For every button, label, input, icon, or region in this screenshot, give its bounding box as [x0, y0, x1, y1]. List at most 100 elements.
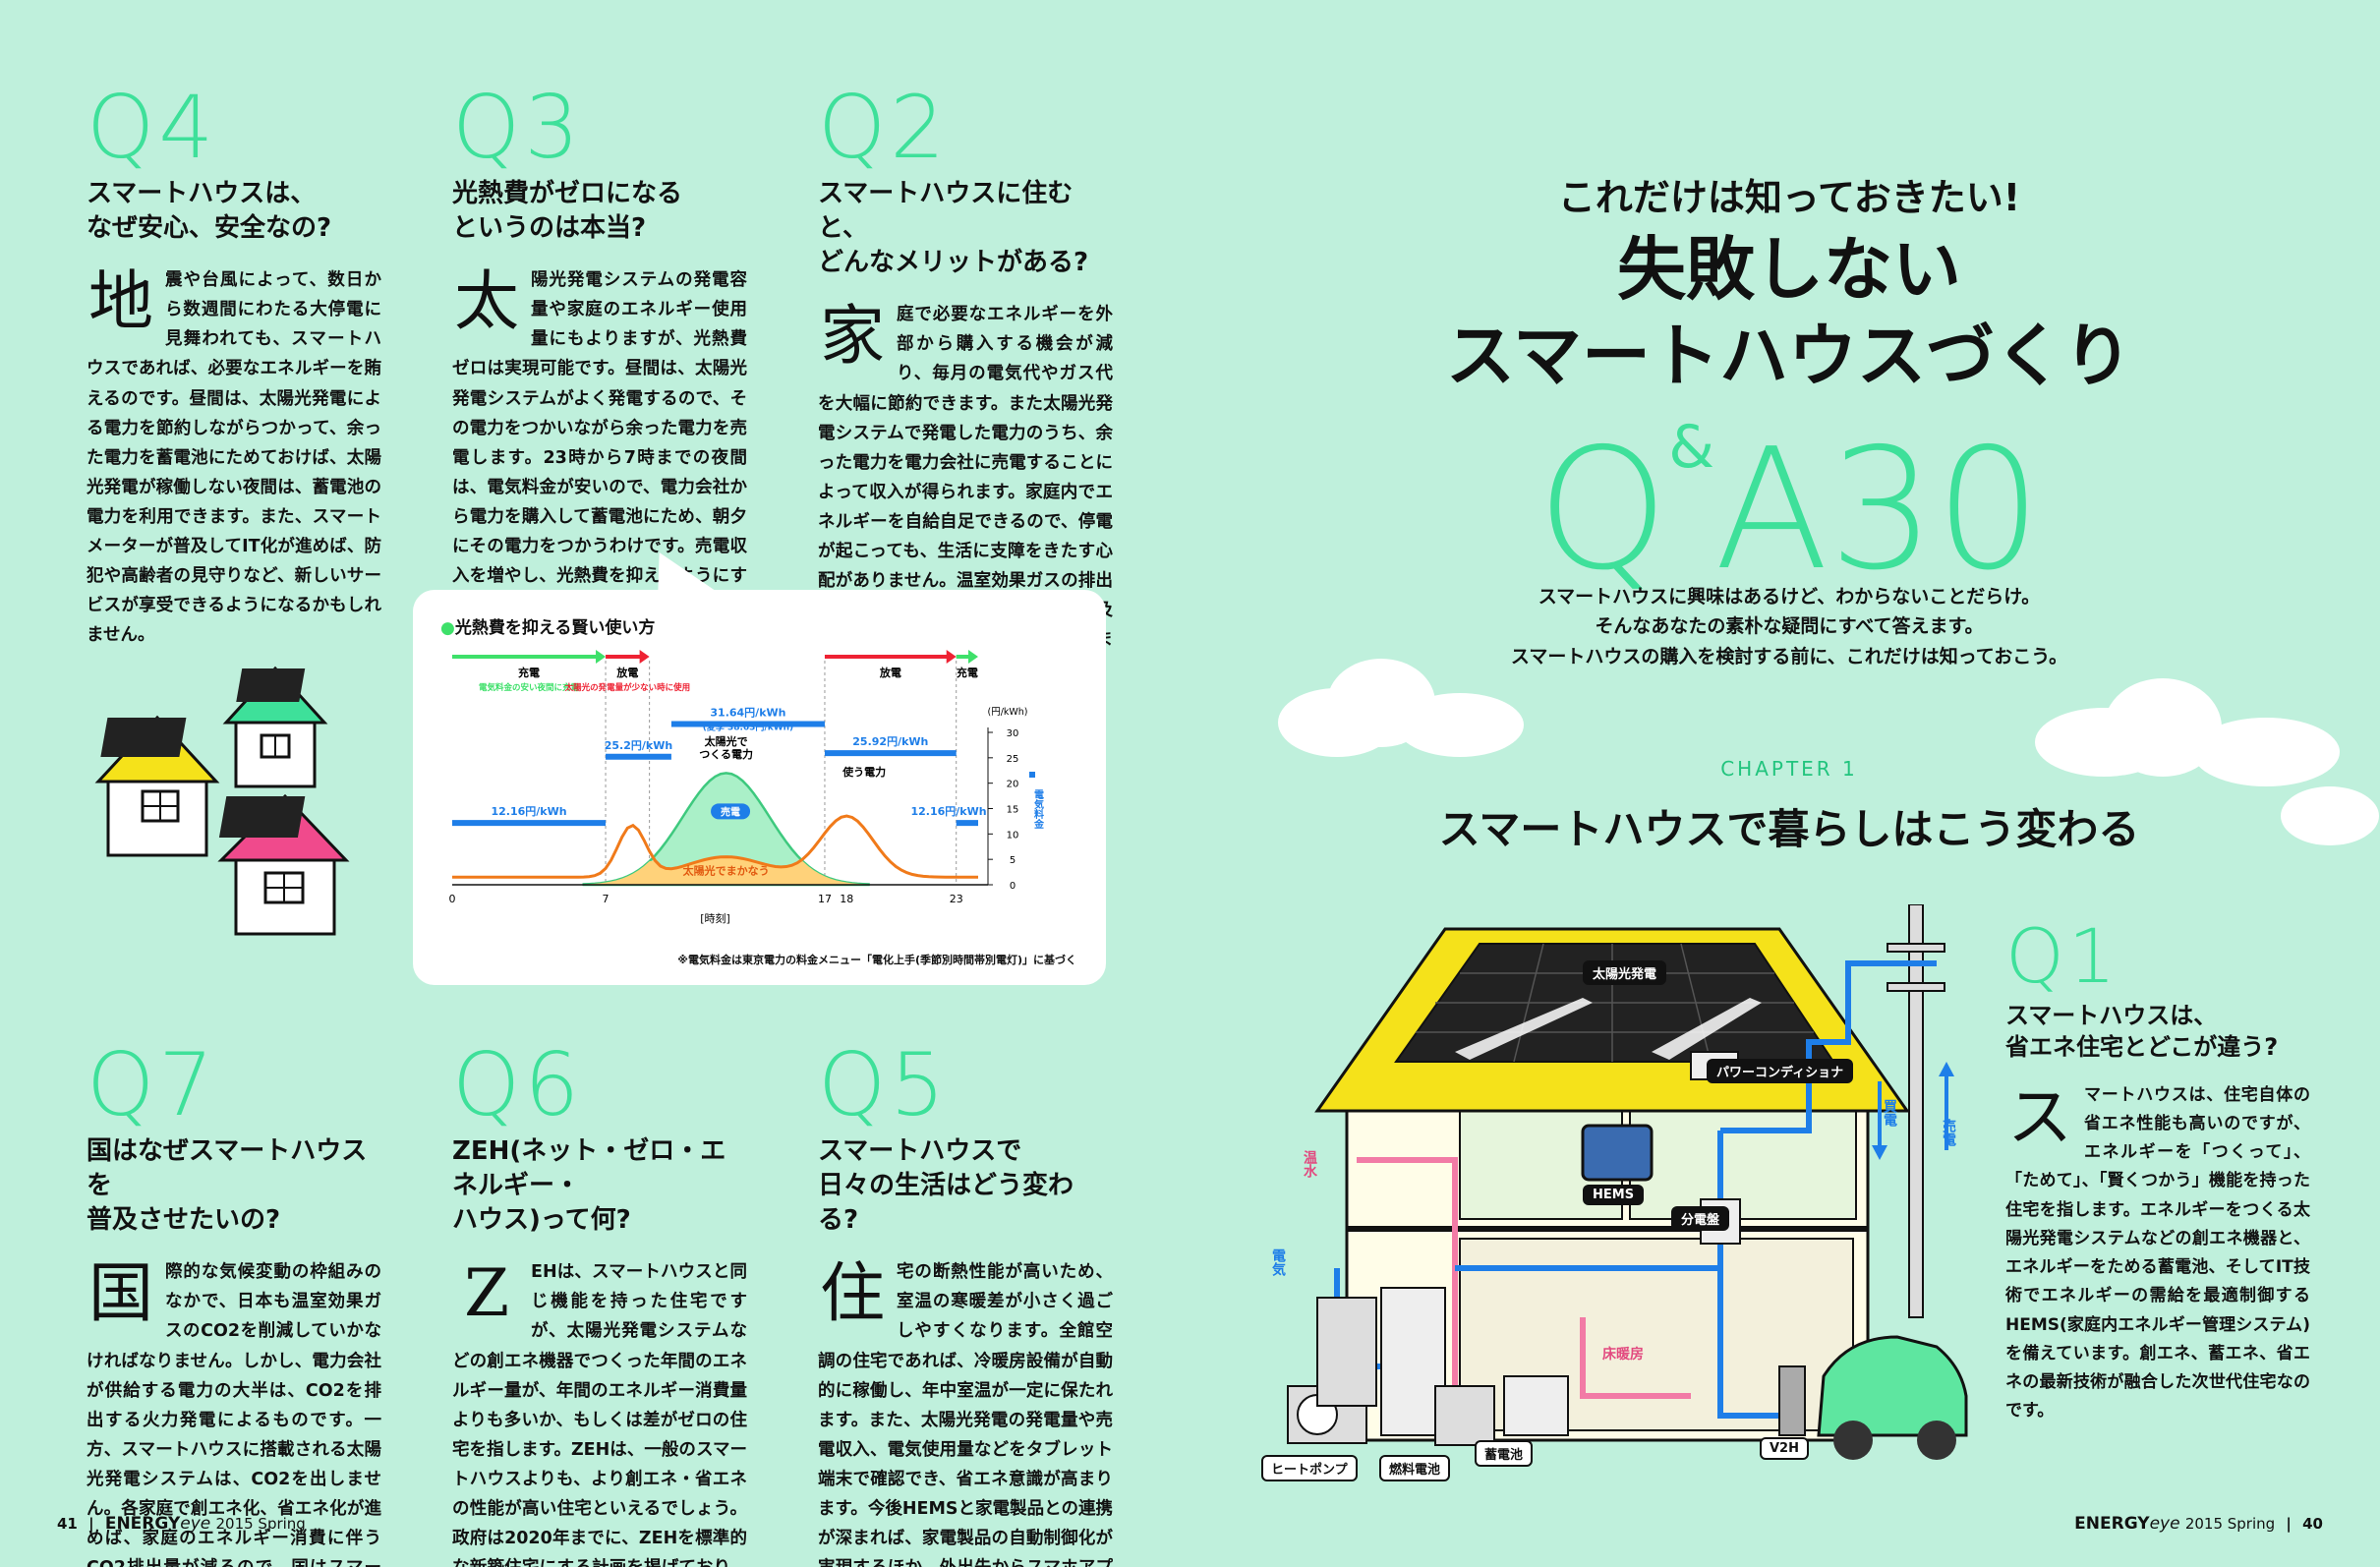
phase-label-0: 充電 — [518, 666, 540, 679]
y-tick-label-1: 5 — [1010, 855, 1016, 866]
phase-label-3: 充電 — [957, 666, 978, 679]
y-tick-label-2: 10 — [1007, 830, 1019, 841]
q2-dropcap: 家 — [820, 298, 885, 375]
right-brand: ENERGYeye — [2074, 1514, 2179, 1534]
q2-title-line1: スマートハウスに住むと、 — [818, 179, 1074, 244]
label-buy: 買電 — [1882, 1099, 1897, 1127]
label-hot-water: 温水 — [1302, 1150, 1317, 1178]
annotation-usage: 使う電力 — [842, 765, 886, 779]
label-floor-heat: 床暖房 — [1602, 1347, 1644, 1363]
qa-q3: Q3 光熱費がゼロになる というのは本当? 太陽光発電システムの発電容量や家庭の… — [452, 85, 747, 650]
qa-q5: Q5 スマートハウスで 日々の生活はどう変わる? 住宅の断熱性能が高いため、室温… — [818, 1042, 1113, 1567]
q6-title-line2: ハウス)って何? — [452, 1205, 631, 1236]
q2-title-line2: どんなメリットがある? — [818, 248, 1089, 278]
phase-label-2: 放電 — [879, 666, 901, 679]
q3-dropcap: 太 — [454, 263, 519, 340]
battery-unit — [1503, 1375, 1569, 1436]
chart-title-text: 光熱費を抑える賢い使い方 — [454, 618, 656, 638]
q5-dropcap: 住 — [820, 1255, 885, 1332]
price-label-4: 12.16円/kWh — [910, 805, 986, 818]
hot-water-pipe — [1357, 1157, 1458, 1416]
chart-title-bullet: ● — [440, 618, 455, 638]
house-green-icon — [222, 666, 328, 788]
x-tick-label-3: 18 — [840, 893, 853, 905]
right-footer-divider: | — [2286, 1515, 2292, 1533]
q1-number: Q1 — [2005, 912, 2120, 1000]
x-axis-label: [時刻] — [700, 911, 730, 925]
y-tick-label-3: 15 — [1007, 805, 1019, 816]
header-title-line2: スマートハウスづくり — [1446, 315, 2132, 396]
v2h-unit — [1778, 1365, 1806, 1436]
y-tick-label-6: 30 — [1007, 728, 1019, 739]
q3-body: 太陽光発電システムの発電容量や家庭のエネルギー使用量にもよりますが、光熱費ゼロは… — [452, 265, 747, 650]
lead-line-1: スマートハウスに興味はあるけど、わからないことだらけ。 — [1538, 586, 2041, 608]
right-page-number: 40 — [2302, 1515, 2323, 1533]
cloud-right-3 — [2192, 718, 2340, 786]
label-electric: 電気 — [1270, 1248, 1286, 1276]
left-brand-a: ENERGY — [104, 1514, 181, 1534]
house-yellow-icon — [94, 715, 220, 857]
q7-title-line1: 国はなぜスマートハウスを — [87, 1136, 368, 1201]
qa30-a30: A30 — [1713, 413, 2042, 608]
small-houses-illustration — [94, 666, 350, 936]
chart-title: ●光熱費を抑える賢い使い方 — [440, 613, 655, 638]
right-brand-a: ENERGY — [2074, 1514, 2150, 1534]
q5-title-line1: スマートハウスで — [818, 1136, 1022, 1166]
qa30-amp: & — [1668, 413, 1714, 482]
label-battery: 蓄電池 — [1475, 1440, 1534, 1467]
q5-number: Q5 — [818, 1034, 950, 1135]
phase-arrowhead-3 — [968, 650, 978, 664]
q7-title-line2: 普及させたいの? — [87, 1205, 281, 1236]
cloud-left-3 — [1396, 693, 1524, 757]
x-tick-label-2: 17 — [818, 893, 832, 905]
q7-number: Q7 — [87, 1034, 218, 1135]
q5-body: 住宅の断熱性能が高いため、室温の寒暖差が小さく過ごしやすくなります。全館空調の住… — [818, 1257, 1113, 1567]
left-brand: ENERGYeye — [105, 1514, 210, 1534]
chart-footnote: ※電気料金は東京電力の料金メニュー「電化上手(季節別時間帯別電灯)」に基づく — [677, 954, 1076, 966]
q3-number: Q3 — [452, 77, 584, 178]
label-fuel-cell: 燃料電池 — [1379, 1455, 1451, 1481]
q6-body-text: EHは、スマートハウスと同じ機能を持った住宅ですが、太陽光発電システムなどの創エ… — [452, 1262, 747, 1567]
chapter-label: CHAPTER 1 — [1720, 757, 1858, 781]
q7-body: 国際的な気候変動の枠組みのなかで、日本も温室効果ガスのCO2を削減していかなけれ… — [87, 1257, 381, 1567]
electric-car-icon — [1817, 1335, 1968, 1460]
annotation-covered: 太陽光でまかなう — [682, 864, 770, 878]
chapter-title: スマートハウスで暮らしはこう変わる — [1438, 805, 2140, 853]
qa30-logo: Q&A30 — [1455, 413, 2123, 608]
header-kicker: これだけは知っておきたい! — [1557, 176, 2021, 219]
qa-q1: Q1 スマートハウスは、 省エネ住宅とどこが違う? スマートハウスは、住宅自体の… — [2005, 919, 2310, 1426]
qa-q7: Q7 国はなぜスマートハウスを 普及させたいの? 国際的な気候変動の枠組みのなか… — [87, 1042, 381, 1567]
q3-title-line1: 光熱費がゼロになる — [452, 179, 683, 208]
phase-arrowhead-2 — [946, 650, 957, 664]
cloud-right-4 — [2281, 786, 2379, 845]
q5-body-text: 宅の断熱性能が高いため、室温の寒暖差が小さく過ごしやすくなります。全館空調の住宅… — [818, 1262, 1113, 1567]
qa-q4: Q4 スマートハウスは、 なぜ安心、安全なの? 地震や台風によって、数日から数週… — [87, 85, 381, 650]
house-pink-icon — [217, 793, 350, 936]
q6-title-line1: ZEH(ネット・ゼロ・エネルギー・ — [452, 1136, 726, 1201]
q1-title-line2: 省エネ住宅とどこが違う? — [2005, 1033, 2279, 1062]
qa30-q: Q — [1537, 413, 1669, 608]
phase-label-1: 放電 — [615, 666, 638, 679]
q4-body-text: 震や台風によって、数日から数週間にわたる大停電に見舞われても、スマートハウスであ… — [87, 270, 381, 646]
q6-number: Q6 — [452, 1034, 584, 1135]
y-tick-label-0: 0 — [1010, 881, 1016, 892]
x-tick-label-0: 0 — [449, 893, 456, 905]
label-sell: 売電 — [1941, 1119, 1956, 1146]
q3-body-text: 陽光発電システムの発電容量や家庭のエネルギー使用量にもよりますが、光熱費ゼロは実… — [452, 270, 747, 645]
left-issue: 2015 Spring — [215, 1515, 306, 1533]
label-panel: 分電盤 — [1671, 1206, 1730, 1231]
q7-dropcap: 国 — [88, 1255, 153, 1332]
lead-line-2: そんなあなたの素朴な疑問にすべて答えます。 — [1595, 615, 1984, 638]
y-axis-label: (円/kWh) — [987, 707, 1027, 718]
energy-chart-card: ●光熱費を抑える賢い使い方 充電電気料金の安い夜間に充電放電太陽光の発電量が少な… — [413, 552, 1106, 985]
annotation-solar-2: つくる電力 — [699, 747, 753, 761]
smart-house-diagram — [1287, 904, 1968, 1460]
x-tick-label-1: 7 — [603, 893, 610, 905]
label-solar: 太陽光発電 — [1583, 960, 1667, 985]
phase-note-1: 太陽光の発電量が少ない時に使用 — [564, 682, 691, 693]
price-label-1: 25.2円/kWh — [605, 739, 672, 752]
left-footer-divider: | — [88, 1515, 94, 1533]
label-v2h: V2H — [1760, 1437, 1809, 1460]
